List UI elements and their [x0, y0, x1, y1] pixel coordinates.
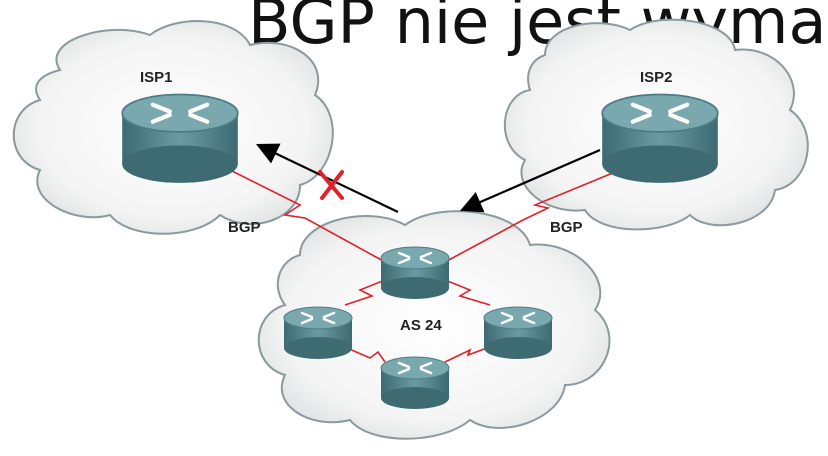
isp2-label: ISP2	[640, 69, 673, 86]
bgp-label-left: BGP	[228, 219, 261, 236]
router-as-left	[282, 305, 354, 361]
link-isp1-as	[229, 169, 386, 263]
isp1-label: ISP1	[140, 69, 173, 86]
x-mark-icon	[318, 170, 344, 200]
router-as-top	[379, 245, 451, 301]
router-isp2	[602, 95, 718, 183]
link-right-bottom	[444, 344, 496, 363]
link-top-right	[444, 279, 491, 306]
link-top-left	[344, 279, 386, 306]
link-left-bottom	[339, 344, 386, 363]
as24-label: AS 24	[400, 317, 442, 334]
router-isp1	[122, 95, 238, 183]
arrow-icon	[459, 148, 601, 213]
link-isp2-as	[444, 169, 621, 263]
as24-cloud: AS 24	[257, 210, 611, 440]
router-as-right	[482, 305, 554, 361]
network-links	[229, 169, 621, 363]
router-as-bottom	[379, 355, 451, 411]
bgp-label-right: BGP	[550, 219, 583, 236]
